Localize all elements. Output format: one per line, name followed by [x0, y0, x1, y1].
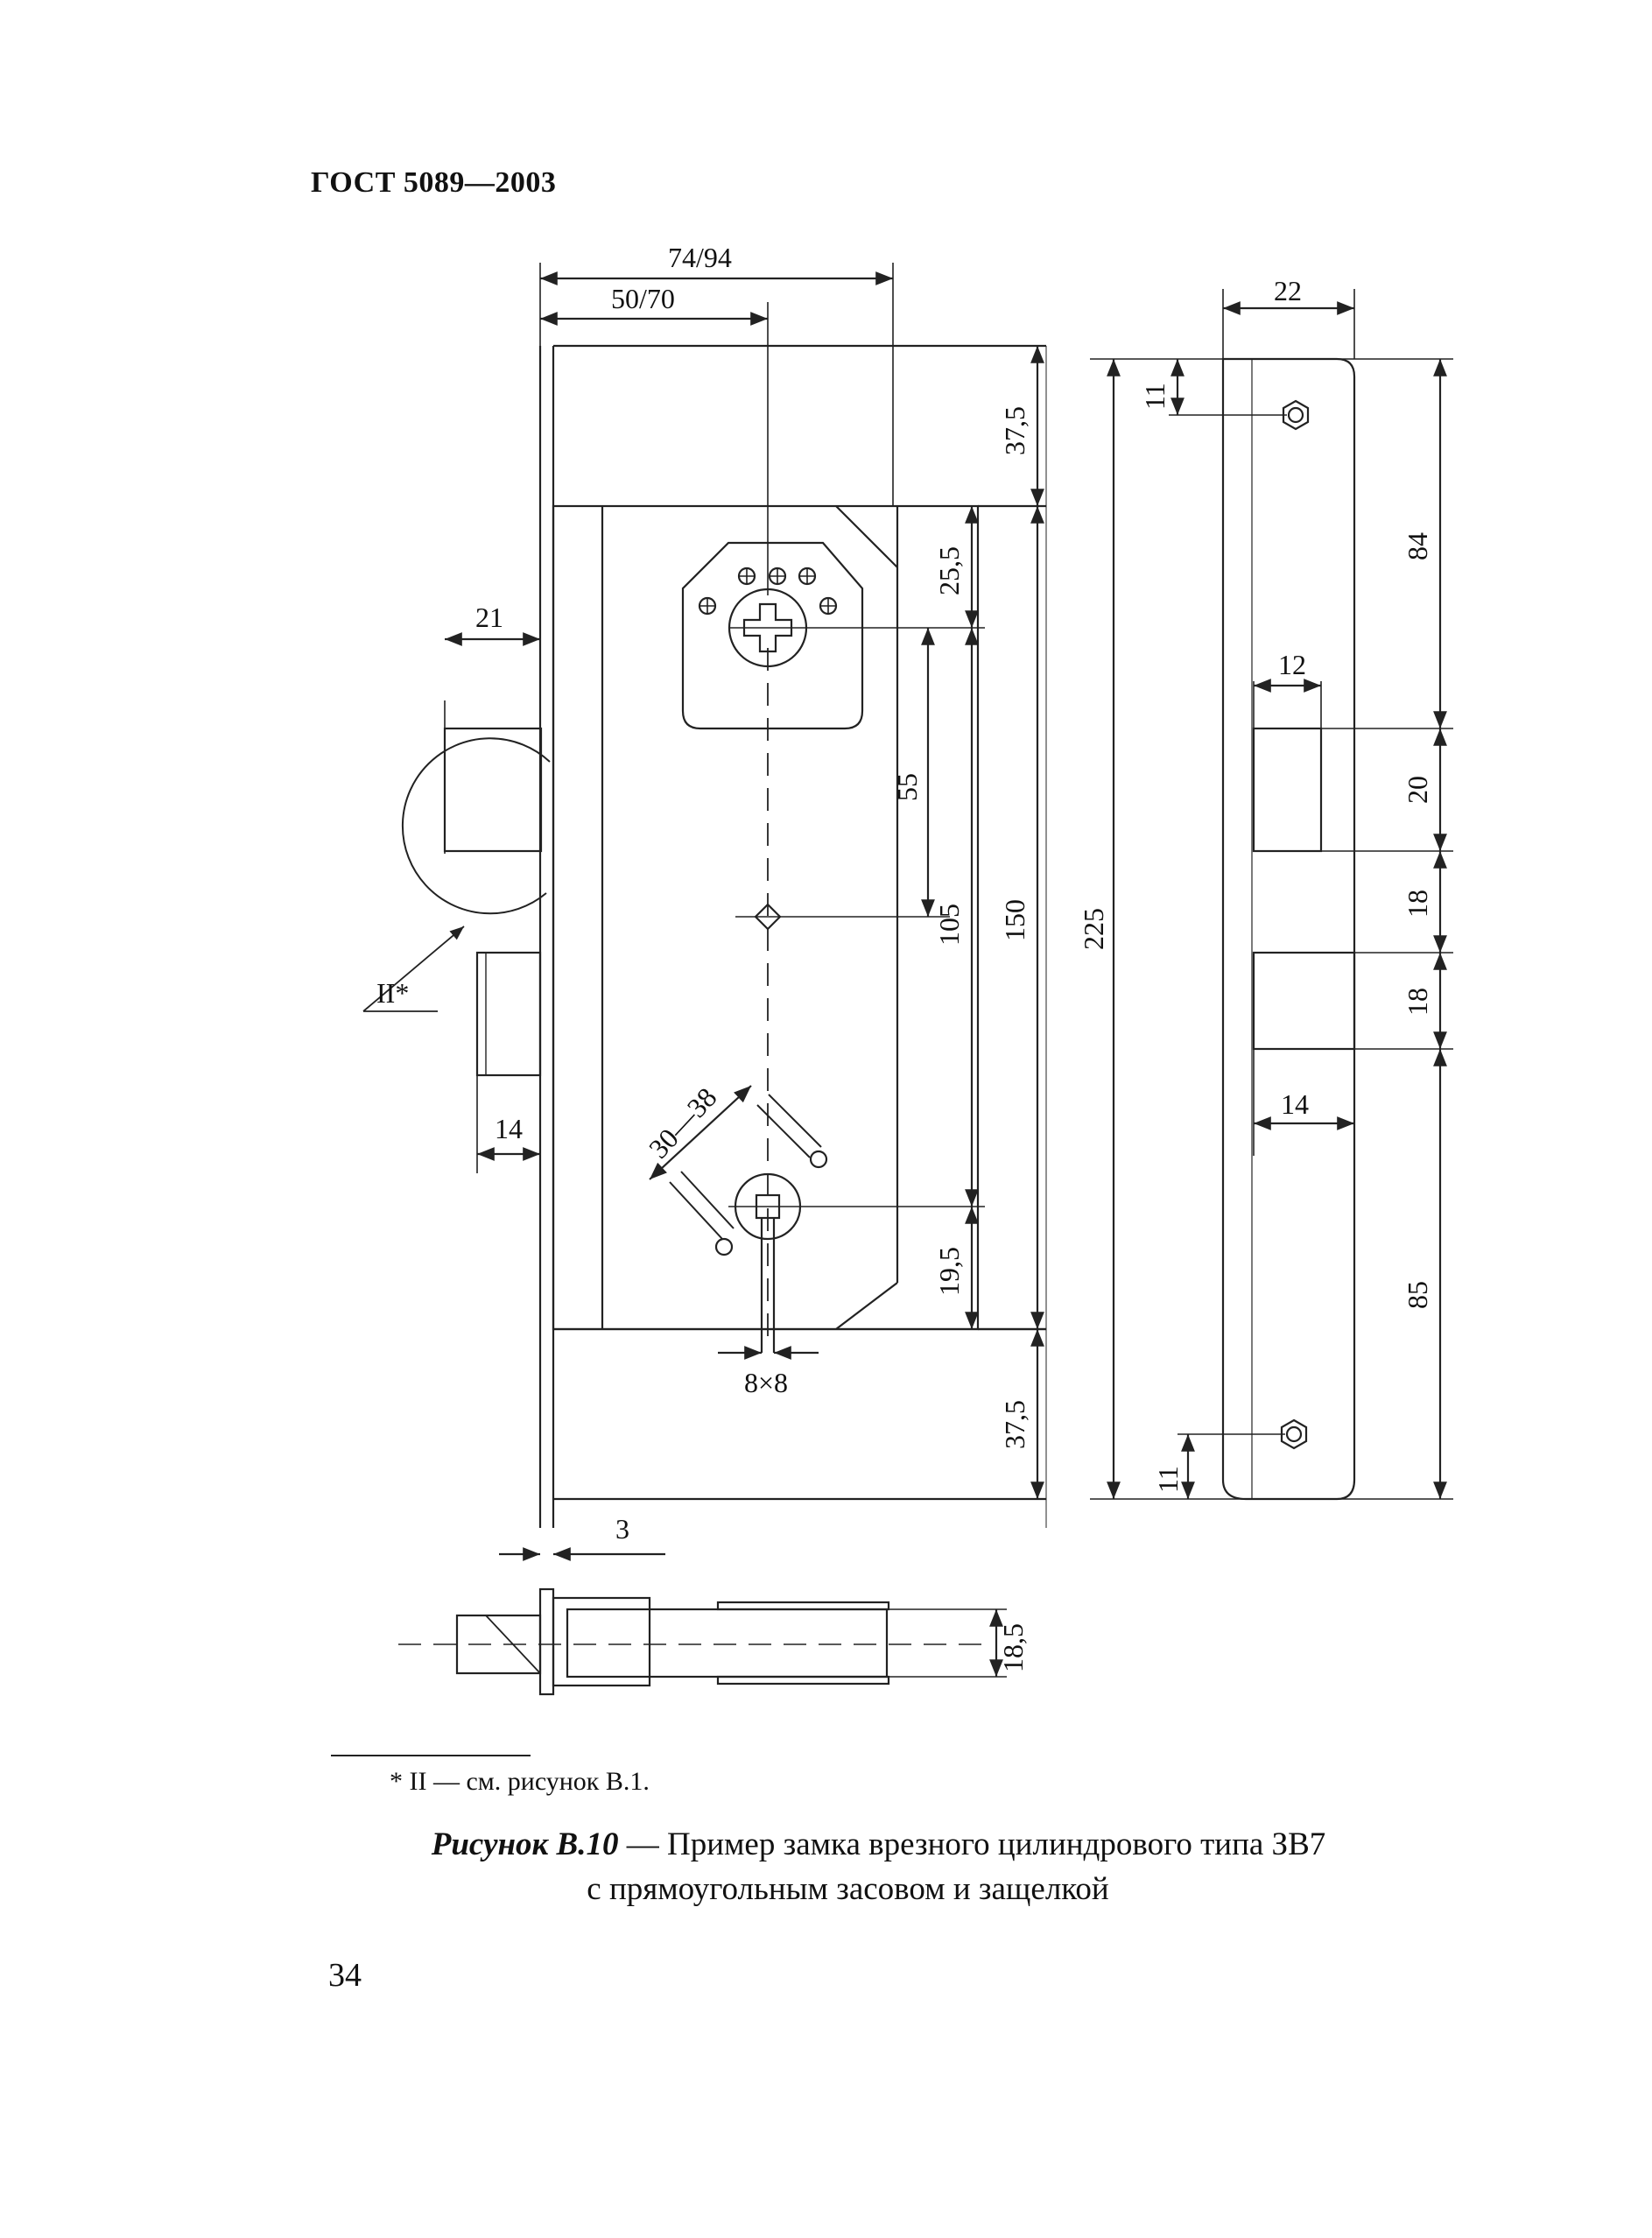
dim-50-70: 50/70	[611, 283, 675, 314]
dim-225: 225	[1078, 908, 1109, 950]
faceplate-dimension-labels: 22 11 225 84 12 20 18 18 14 85 11	[1078, 275, 1433, 1493]
caption-line2: с прямоугольным засовом и защелкой	[587, 1871, 1109, 1907]
footnote-divider	[331, 1755, 531, 1756]
dim-14-faceplate: 14	[1281, 1088, 1309, 1120]
dim-8x8: 8×8	[744, 1367, 788, 1398]
caption-label: Рисунок В.10	[431, 1826, 619, 1862]
dim-19-5: 19,5	[933, 1247, 965, 1296]
lock-bottom-view	[398, 1587, 1007, 1696]
document-header: ГОСТ 5089—2003	[311, 166, 557, 199]
dim-150: 150	[999, 899, 1030, 941]
bottom-dimension-labels: 18,5	[997, 1623, 1029, 1672]
dim-18-5: 18,5	[997, 1623, 1029, 1672]
dim-25-5: 25,5	[933, 546, 965, 595]
dim-21: 21	[475, 602, 503, 633]
dim-3: 3	[615, 1513, 629, 1545]
dim-37-5-top: 37,5	[999, 406, 1030, 455]
dim-20: 20	[1402, 776, 1433, 804]
dim-11-bottom: 11	[1152, 1466, 1184, 1493]
dim-105: 105	[933, 904, 965, 946]
dim-55: 55	[891, 773, 923, 801]
dim-37-5-bottom: 37,5	[999, 1400, 1030, 1449]
dim-74-94: 74/94	[668, 242, 732, 273]
dim-11-top: 11	[1139, 383, 1170, 410]
dim-18-latch: 18	[1402, 988, 1433, 1016]
figure-caption: Рисунок В.10 — Пример замка врезного цил…	[0, 1823, 1652, 1867]
callout-ii: II*	[376, 977, 409, 1009]
lock-body-front-view	[362, 263, 1047, 1528]
main-dimension-labels: 74/94 50/70 37,5 25,5 55 105 150 19,5 37…	[376, 242, 1030, 1545]
caption-line1: — Пример замка врезного цилиндрового тип…	[618, 1826, 1326, 1862]
footnote: * II — см. рисунок В.1.	[390, 1767, 650, 1796]
faceplate-dimension-lines	[1107, 301, 1447, 1499]
dim-84: 84	[1402, 532, 1433, 560]
dim-12: 12	[1278, 649, 1306, 680]
faceplate-side-view	[1090, 289, 1453, 1501]
main-dimension-lines	[444, 271, 1044, 1561]
dim-14: 14	[495, 1113, 523, 1144]
dim-22: 22	[1274, 275, 1302, 306]
dim-18-gap: 18	[1402, 890, 1433, 918]
dim-85: 85	[1402, 1281, 1433, 1309]
page-number: 34	[328, 1957, 362, 1994]
